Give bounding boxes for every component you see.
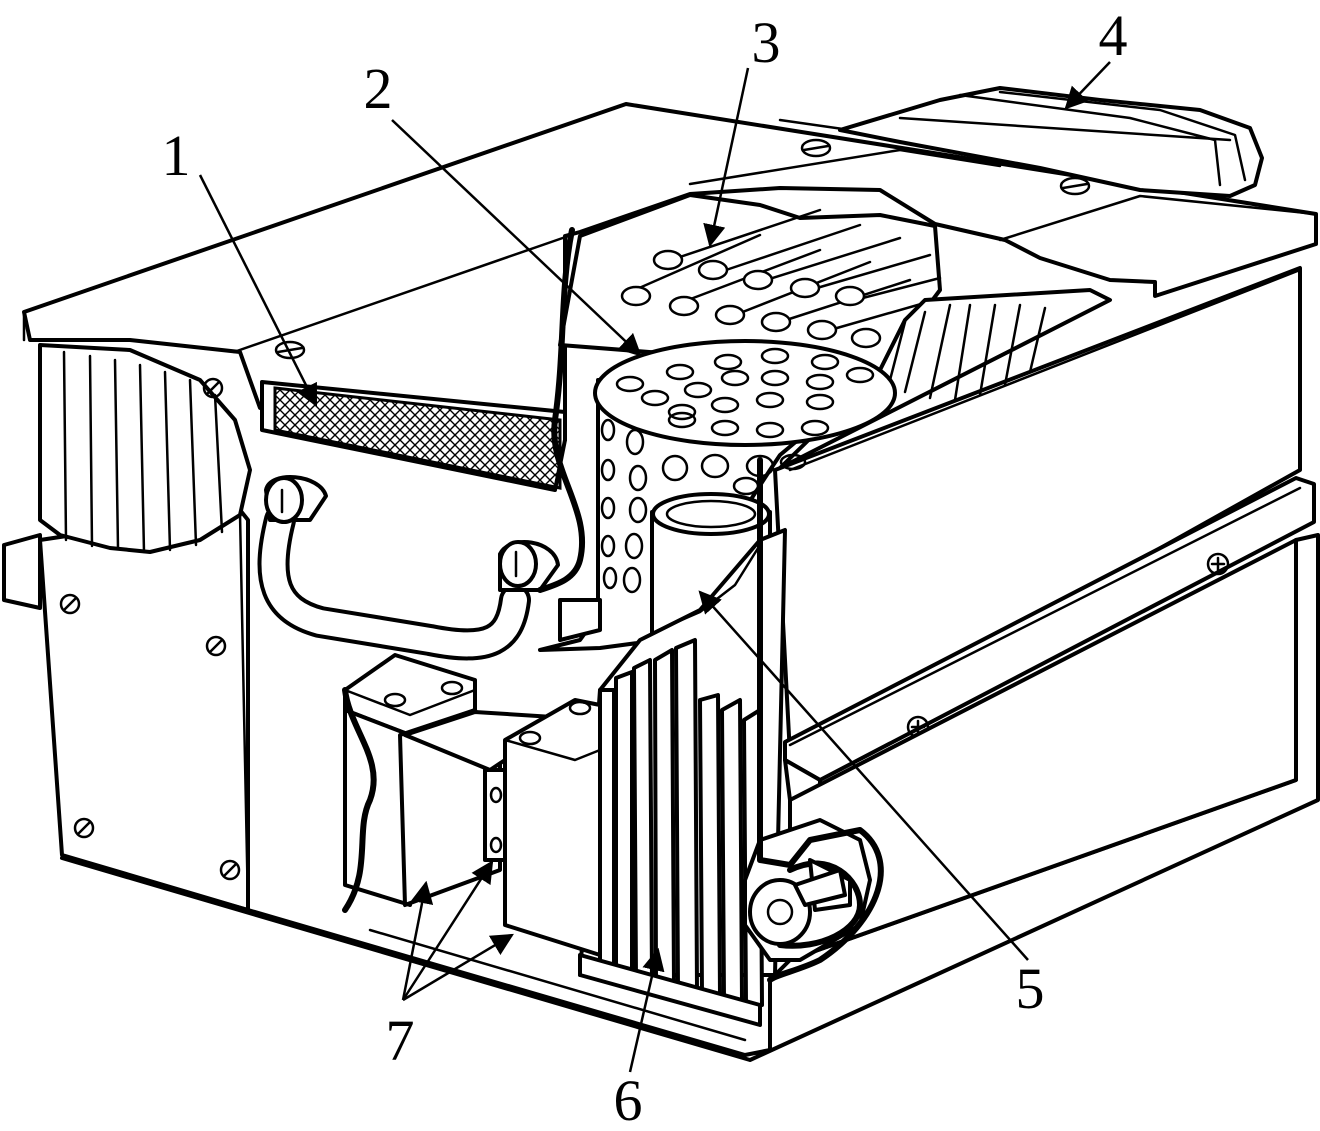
- rod-array: [558, 193, 942, 372]
- screws-left: [59, 138, 1091, 881]
- lower-fins: [578, 528, 787, 1027]
- callout-6: 6: [614, 1068, 643, 1126]
- cutaway-edge: [342, 687, 377, 913]
- callout-5: 5: [1016, 956, 1045, 1021]
- filter-mesh: [273, 386, 562, 490]
- callout-labels: 1 2 3 4 5 6 7: [162, 3, 1128, 1131]
- motor-assembly: [743, 818, 872, 962]
- callout-1: 1: [162, 123, 191, 188]
- fan-housing: [838, 86, 1264, 198]
- screw-rail-1: [1206, 552, 1230, 576]
- housing: [2, 102, 1320, 1062]
- right-side-panel: [773, 266, 1302, 757]
- top-panel: [22, 102, 1318, 442]
- callout-4: 4: [1099, 3, 1128, 68]
- callout-3: 3: [752, 10, 781, 75]
- coolant-hose: [257, 227, 602, 661]
- leader-lines: [198, 61, 1111, 1073]
- callout-7: 7: [386, 1008, 415, 1073]
- left-side-panel: [38, 508, 250, 912]
- cylinder-holes: [600, 347, 875, 594]
- callout-2: 2: [364, 56, 393, 121]
- component-blocks: [343, 653, 602, 957]
